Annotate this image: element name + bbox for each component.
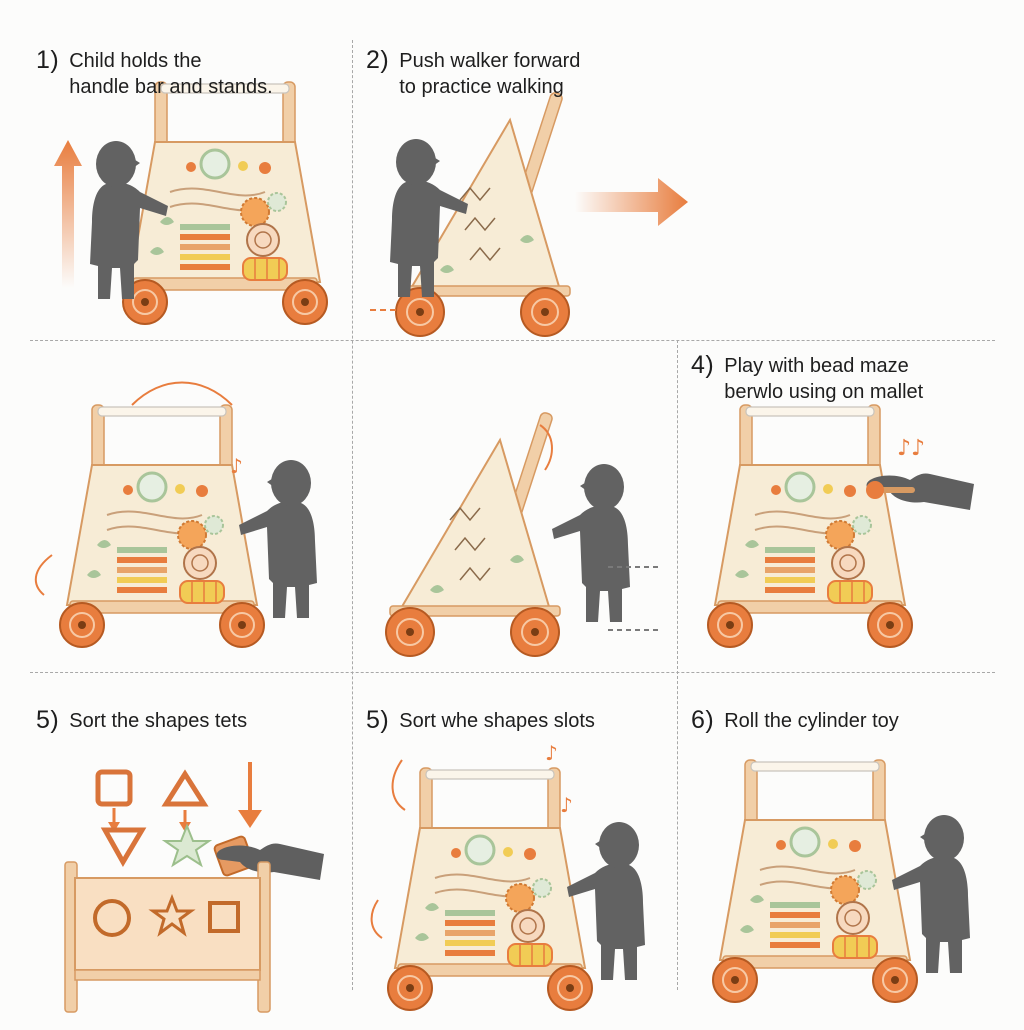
step-1-caption: 1) Child holds the handle bar and stands… (36, 46, 273, 100)
step-panel-5: ♪♪ 4) Play with bead maze berwlo using o… (685, 345, 1015, 675)
step-8-illustration (711, 758, 1015, 1004)
caption-line-2: to practice walking (399, 76, 564, 98)
activity-walker-icon (385, 410, 561, 657)
grid-divider-vertical-2 (677, 340, 678, 990)
step-3-illustration: ♪ (34, 381, 352, 649)
step-8-caption: 6) Roll the cylinder toy (691, 706, 899, 734)
child-silhouette-icon (552, 464, 630, 622)
step-5-illustration: ♪♪ (706, 403, 974, 649)
step-number: 5) (366, 706, 390, 734)
caption-line-1: Child holds the (69, 50, 202, 72)
step-panel-8: 6) Roll the cylinder toy (685, 700, 1015, 1030)
step-panel-6: 5) Sort the shapes tets (30, 700, 360, 1030)
star-shape-icon (161, 823, 213, 868)
grid-divider-vertical-1 (352, 40, 353, 990)
rotate-arrow-icon (370, 899, 383, 939)
step-number: 6) (691, 706, 715, 734)
grid-divider-horizontal-1 (30, 340, 995, 341)
step-5-caption: 4) Play with bead maze berwlo using on m… (691, 351, 923, 405)
music-note-icon: ♪ (545, 741, 558, 765)
step-number: 5) (36, 706, 60, 734)
activity-walker-icon (711, 758, 919, 1004)
caption-line-1: Play with bead maze (724, 355, 909, 377)
step-1-illustration (54, 80, 329, 326)
curved-arrow-icon (539, 424, 553, 471)
step-number: 1) (36, 46, 60, 74)
step-panel-2: 2) Push walker forward to practice walki… (360, 40, 690, 370)
step-panel-4 (360, 345, 690, 675)
caption-line-1: Roll the cylinder toy (724, 710, 899, 732)
step-2-illustration (370, 90, 688, 337)
activity-walker-icon (706, 403, 914, 649)
grid-divider-horizontal-2 (30, 672, 995, 673)
step-7-caption: 5) Sort whe shapes slots (366, 706, 595, 734)
mallet-head-icon (866, 481, 884, 499)
orange-forward-arrow-icon (575, 178, 688, 226)
music-note-icon: ♪ (230, 454, 243, 478)
music-note-icon: ♪ (560, 793, 573, 817)
step-4-illustration (385, 410, 658, 657)
caption-line-1: Sort whe shapes slots (399, 710, 595, 732)
triangle-shape-icon (161, 769, 209, 807)
step-number: 2) (366, 46, 390, 74)
caption-line-1: Push walker forward (399, 50, 581, 72)
shape-sorter-box-icon (64, 861, 271, 1013)
step-6-caption: 5) Sort the shapes tets (36, 706, 247, 734)
caption-line-2: handle bar and stands. (69, 76, 273, 98)
step-2-caption: 2) Push walker forward to practice walki… (366, 46, 580, 100)
triangle-shape-icon (100, 827, 147, 867)
curved-arrow-icon (391, 759, 406, 811)
step-panel-1: 1) Child holds the handle bar and stands… (30, 40, 360, 370)
step-6-illustration (64, 762, 324, 1013)
activity-walker-icon (58, 403, 266, 649)
curved-arrow-icon (131, 381, 233, 406)
step-panel-3: ♪ (22, 345, 352, 675)
caption-line-1: Sort the shapes tets (69, 710, 248, 732)
step-number: 4) (691, 351, 715, 379)
step-7-illustration: ♪ ♪ (370, 741, 690, 1012)
caption-line-2: berwlo using on mallet (724, 381, 924, 403)
orange-up-arrow-icon (54, 140, 82, 288)
square-shape-icon (95, 769, 133, 807)
rotate-arrow-icon (34, 554, 53, 596)
step-panel-7: ♪ ♪ 5) Sort whe shapes slots (360, 700, 690, 1030)
music-note-icon: ♪♪ (897, 436, 925, 461)
